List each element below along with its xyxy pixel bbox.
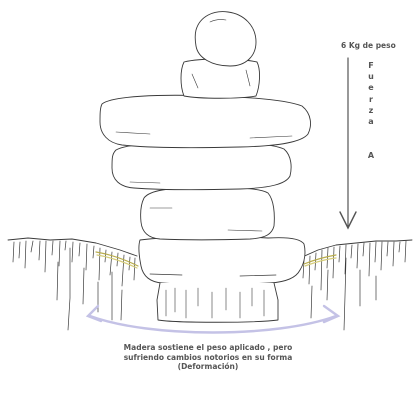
ground-hatching-right <box>303 241 406 330</box>
force-name: A <box>364 151 378 160</box>
block-bottom <box>139 237 305 285</box>
ground-right <box>300 240 412 258</box>
block-3 <box>141 188 275 240</box>
weight-label: 6 Kg de peso <box>341 41 411 50</box>
caption: Madera sostiene el peso aplicado , pero … <box>108 343 308 372</box>
force-letter: F <box>368 60 373 71</box>
force-letter: a <box>368 116 373 127</box>
caption-line: (Deformación) <box>108 362 308 372</box>
force-arrow <box>340 58 356 228</box>
force-letter: r <box>369 94 373 105</box>
block-top-slab <box>100 95 310 147</box>
force-letter: z <box>369 105 374 116</box>
force-vertical-label: F u e r z a <box>364 60 378 127</box>
caption-line: sufriendo cambios notorios en su forma <box>108 353 308 363</box>
force-letter: e <box>368 82 373 93</box>
ground-hatching-left <box>13 241 135 330</box>
caption-line: Madera sostiene el peso aplicado , pero <box>108 343 308 353</box>
force-letter: u <box>368 71 374 82</box>
